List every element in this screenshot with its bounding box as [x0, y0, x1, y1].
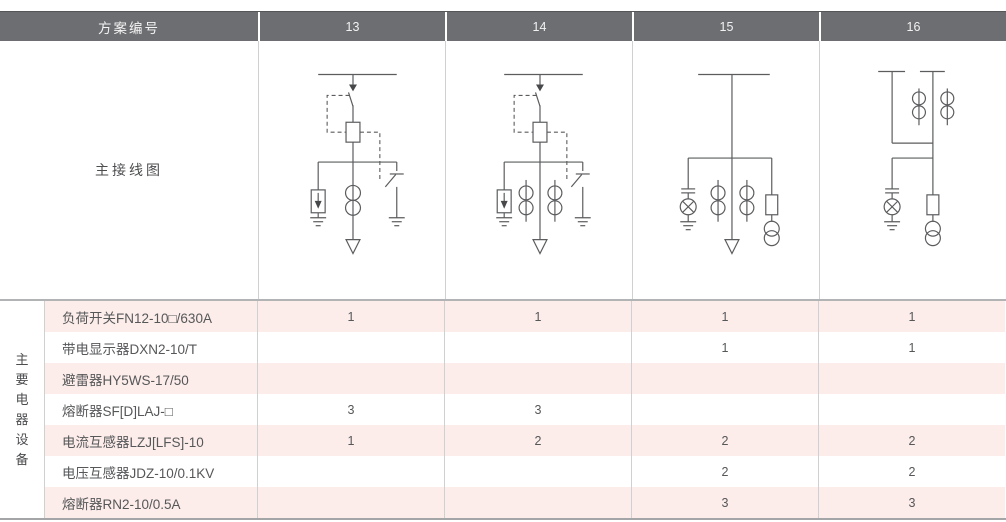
wiring-diagram-scheme-13 — [310, 73, 405, 255]
wiring-diagram-scheme-15 — [679, 73, 780, 255]
qty-scheme-14: 1 — [444, 301, 631, 332]
qty-scheme-14: 3 — [444, 394, 631, 425]
current-transformer-symbol — [739, 179, 755, 222]
group-label-char: 备 — [15, 451, 29, 467]
scheme-column-header-15: 15 — [632, 12, 819, 41]
qty-scheme-13: 3 — [257, 394, 444, 425]
current-transformer-symbol — [940, 88, 955, 126]
diagram-cell-13 — [258, 41, 445, 299]
equipment-name: 电压互感器JDZ-10/0.1KV — [62, 465, 215, 481]
feeder-arrow — [345, 239, 361, 255]
arrester-symbol — [310, 162, 327, 227]
equipment-rows: 负荷开关FN12-10□/630A 1 1 1 1 带电显示器DXN2-10/T… — [45, 301, 1005, 518]
equipment-name: 避雷器HY5WS-17/50 — [62, 372, 189, 388]
qty-scheme-13 — [257, 456, 444, 487]
qty-scheme-15 — [631, 363, 818, 394]
qty-scheme-15: 3 — [631, 487, 818, 518]
qty-scheme-16 — [818, 394, 1005, 425]
fuse-symbol — [532, 121, 548, 143]
equipment-name: 熔断器RN2-10/0.5A — [62, 496, 181, 512]
current-transformer-symbol — [710, 179, 726, 222]
plan-number-header: 方案编号 — [98, 20, 160, 36]
table-row: 避雷器HY5WS-17/50 — [45, 363, 1005, 394]
equipment-section: 主 要 电 器 设 备 负荷开关FN12-10□/630A 1 1 1 1 带电… — [0, 299, 1006, 520]
group-label-char: 设 — [15, 431, 29, 447]
qty-scheme-14: 2 — [444, 425, 631, 456]
table-row: 负荷开关FN12-10□/630A 1 1 1 1 — [45, 301, 1005, 332]
load-switch-symbol — [347, 74, 357, 107]
equipment-name: 电流互感器LZJ[LFS]-10 — [62, 434, 204, 450]
current-transformer-symbol — [547, 179, 563, 222]
voltage-indicator-symbol — [679, 158, 697, 231]
qty-scheme-14 — [444, 487, 631, 518]
table-row: 带电显示器DXN2-10/T 1 1 — [45, 332, 1005, 363]
table-row: 熔断器RN2-10/0.5A 3 3 — [45, 487, 1005, 518]
feeder-arrow — [532, 239, 548, 255]
qty-scheme-15 — [631, 394, 818, 425]
scheme-column-header-13: 13 — [258, 12, 445, 41]
qty-scheme-13 — [257, 332, 444, 363]
qty-scheme-14 — [444, 332, 631, 363]
equipment-name: 负荷开关FN12-10□/630A — [62, 310, 212, 326]
qty-scheme-13 — [257, 363, 444, 394]
qty-scheme-16 — [818, 363, 1005, 394]
current-transformer-symbol — [911, 88, 927, 126]
qty-scheme-16: 3 — [818, 487, 1005, 518]
qty-scheme-13: 1 — [257, 301, 444, 332]
group-label-char: 要 — [15, 371, 29, 387]
qty-scheme-14 — [444, 456, 631, 487]
table-row: 电压互感器JDZ-10/0.1KV 2 2 — [45, 456, 1005, 487]
qty-scheme-16: 1 — [818, 332, 1005, 363]
qty-scheme-15: 1 — [631, 332, 818, 363]
table-row: 熔断器SF[D]LAJ-□ 3 3 — [45, 394, 1005, 425]
group-label-char: 电 — [15, 391, 29, 407]
qty-scheme-13: 1 — [257, 425, 444, 456]
qty-scheme-15: 2 — [631, 425, 818, 456]
diagram-cell-16 — [819, 41, 1006, 299]
diagram-cell-15 — [632, 41, 819, 299]
voltage-transformer-symbol — [924, 214, 941, 247]
group-label-char: 主 — [15, 351, 29, 367]
qty-scheme-16: 1 — [818, 301, 1005, 332]
voltage-indicator-symbol — [883, 158, 901, 231]
earth-switch-symbol — [570, 162, 591, 227]
feeder-arrow — [724, 239, 740, 255]
diagram-cell-14 — [445, 41, 632, 299]
table-header-row: 方案编号 13 14 15 16 — [0, 11, 1006, 41]
arrester-symbol — [496, 162, 513, 227]
fuse-symbol — [345, 121, 361, 143]
equipment-name: 熔断器SF[D]LAJ-□ — [62, 403, 173, 419]
group-label-char: 器 — [15, 411, 29, 427]
fuse-symbol — [765, 158, 779, 216]
equipment-group-label: 主 要 电 器 设 备 — [0, 301, 45, 518]
wiring-diagram-scheme-16 — [878, 70, 955, 247]
load-switch-symbol — [534, 74, 544, 107]
fuse-symbol — [926, 194, 940, 216]
main-wiring-diagram-label: 主接线图 — [95, 162, 163, 178]
voltage-transformer-symbol — [763, 214, 780, 247]
qty-scheme-16: 2 — [818, 456, 1005, 487]
wiring-diagram-scheme-14 — [496, 73, 591, 255]
current-transformer-symbol — [344, 184, 362, 216]
qty-scheme-15: 1 — [631, 301, 818, 332]
earth-switch-symbol — [384, 162, 405, 227]
scheme-column-header-14: 14 — [445, 12, 632, 41]
qty-scheme-14 — [444, 363, 631, 394]
scheme-column-header-16: 16 — [819, 12, 1006, 41]
qty-scheme-16: 2 — [818, 425, 1005, 456]
main-wiring-diagram-row: 主接线图 — [0, 41, 1006, 299]
table-row: 电流互感器LZJ[LFS]-10 1 2 2 2 — [45, 425, 1005, 456]
qty-scheme-15: 2 — [631, 456, 818, 487]
current-transformer-symbol — [518, 179, 534, 222]
equipment-name: 带电显示器DXN2-10/T — [62, 341, 198, 357]
qty-scheme-13 — [257, 487, 444, 518]
